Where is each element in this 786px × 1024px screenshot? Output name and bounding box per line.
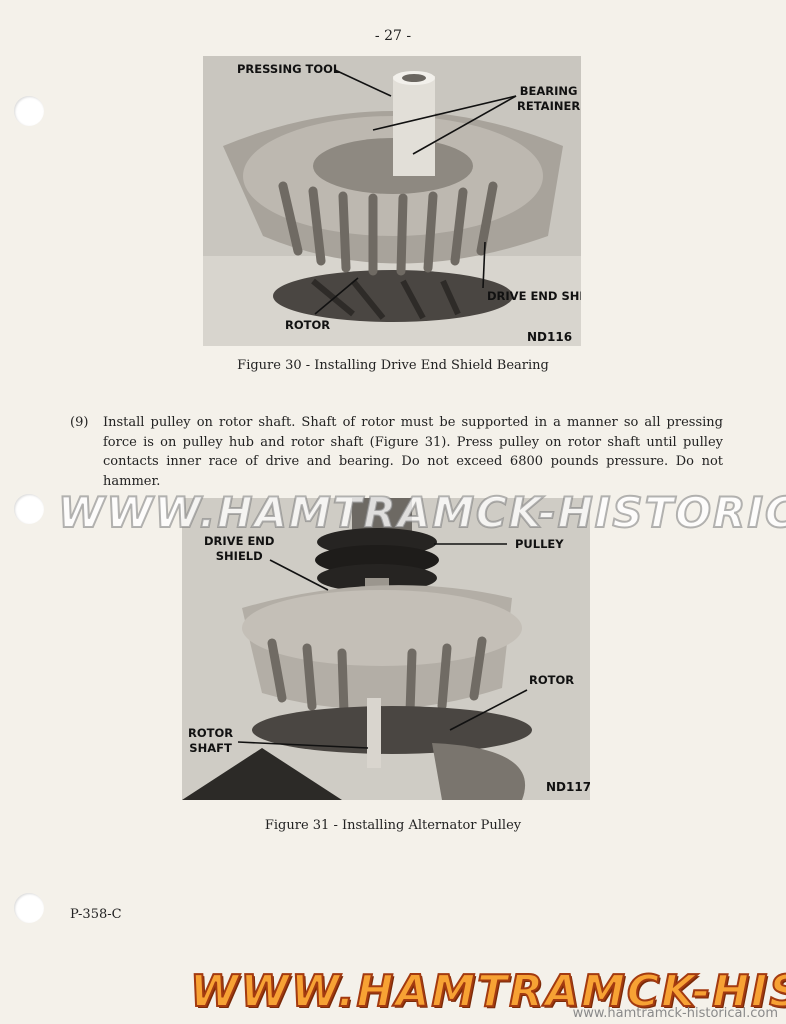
figure-31-image xyxy=(182,498,590,800)
figure-31-leaders xyxy=(237,543,528,749)
form-code: P-358-C xyxy=(70,907,122,922)
leader-line xyxy=(372,95,517,131)
figure-code: ND116 xyxy=(527,330,573,344)
leader-line xyxy=(449,689,528,731)
leader-line xyxy=(412,95,517,155)
callout-pressing-tool: PRESSING TOOL xyxy=(237,62,341,76)
watermark: WWW.HAMTRAMCK-HISTORICAL.COM xyxy=(189,965,786,1018)
callout-bearing-retainer: BEARING RETAINER xyxy=(517,84,581,113)
figure-code: ND117 xyxy=(546,780,590,794)
leader-line xyxy=(482,241,486,289)
figure-30-photo: PRESSING TOOL BEARING RETAINER DRIVE END… xyxy=(203,56,581,346)
callout-rotor: ROTOR xyxy=(529,673,575,687)
callout-drive-end-shield: DRIVE END SHIELD xyxy=(204,534,275,563)
leader-line xyxy=(237,741,369,749)
punch-hole xyxy=(14,96,44,126)
page-number: - 27 - xyxy=(374,28,412,44)
figure-31-caption: Figure 31 - Installing Alternator Pulley xyxy=(264,818,522,833)
callout-rotor-shaft: ROTOR SHAFT xyxy=(188,726,234,755)
figure-30-leaders xyxy=(314,69,517,315)
figure-30-image xyxy=(203,56,581,346)
leader-line xyxy=(269,559,329,591)
callout-rotor: ROTOR xyxy=(285,318,331,332)
leader-line xyxy=(314,277,359,315)
callout-pulley: PULLEY xyxy=(515,537,564,551)
punch-hole xyxy=(14,494,44,524)
leader-line xyxy=(334,69,392,97)
figure-31-photo: DRIVE END SHIELD PULLEY ROTOR ROTOR SHAF… xyxy=(182,498,590,800)
punch-hole xyxy=(14,893,44,923)
step-number: (9) xyxy=(70,415,89,430)
step-text: Install pulley on rotor shaft. Shaft of … xyxy=(103,415,723,489)
figure-30-caption: Figure 30 - Installing Drive End Shield … xyxy=(237,358,549,373)
watermark-url: www.hamtramck-historical.com xyxy=(572,1006,778,1021)
callout-drive-end-shield: DRIVE END SHIELD xyxy=(487,289,581,303)
watermark: WWW.HAMTRAMCK-HISTORICAL.COM xyxy=(57,487,786,538)
